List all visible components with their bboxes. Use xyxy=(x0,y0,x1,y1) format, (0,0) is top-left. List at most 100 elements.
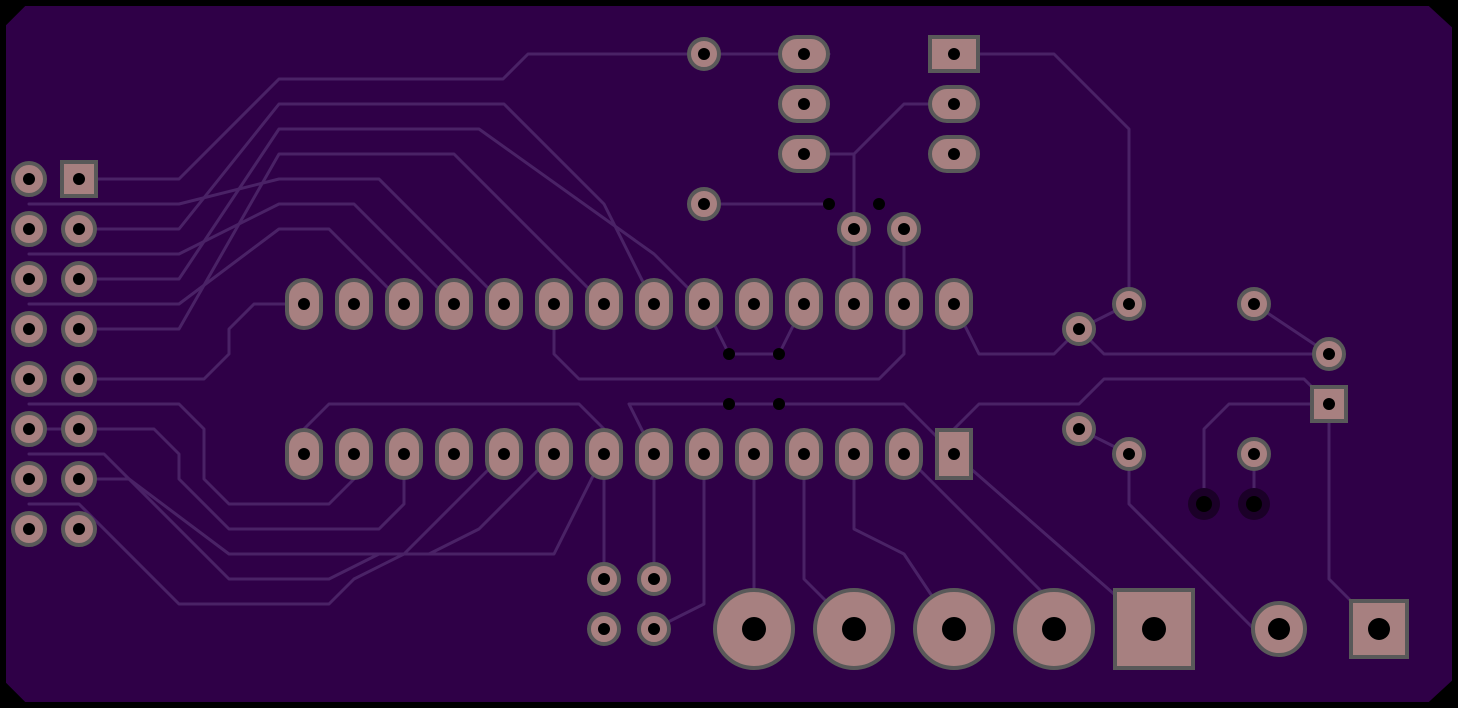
round-pad xyxy=(1237,437,1271,471)
trace xyxy=(27,427,406,531)
trace xyxy=(552,227,906,381)
trace xyxy=(27,227,406,306)
round-pad xyxy=(11,211,47,247)
square-pad xyxy=(1349,599,1409,659)
trace xyxy=(652,452,706,631)
round-pad xyxy=(11,511,47,547)
trace xyxy=(77,452,506,556)
oval-pad xyxy=(785,428,823,480)
round-pad xyxy=(1013,588,1095,670)
round-pad xyxy=(813,588,895,670)
via-layer xyxy=(723,198,1270,520)
round-pad xyxy=(713,588,795,670)
oval-pad xyxy=(778,85,830,123)
oval-pad xyxy=(385,278,423,330)
oval-pad xyxy=(635,428,673,480)
round-pad xyxy=(61,511,97,547)
round-pad xyxy=(11,361,47,397)
trace xyxy=(27,402,356,506)
round-pad xyxy=(61,211,97,247)
trace xyxy=(77,302,306,381)
trace xyxy=(952,52,1131,306)
trace xyxy=(627,402,956,456)
round-pad xyxy=(587,562,621,596)
round-pad xyxy=(837,212,871,246)
trace xyxy=(702,302,806,356)
oval-pad xyxy=(535,278,573,330)
round-pad xyxy=(1112,287,1146,321)
via xyxy=(873,198,885,210)
via xyxy=(723,348,735,360)
oval-pad xyxy=(935,278,973,330)
oval-pad xyxy=(685,428,723,480)
trace xyxy=(77,127,706,306)
oval-pad xyxy=(778,35,830,73)
square-pad xyxy=(935,428,973,480)
oval-pad xyxy=(535,428,573,480)
round-pad xyxy=(61,411,97,447)
square-pad xyxy=(60,160,98,198)
round-pad xyxy=(1062,312,1096,346)
round-pad xyxy=(11,311,47,347)
trace xyxy=(852,452,956,631)
oval-pad xyxy=(285,428,323,480)
round-pad xyxy=(637,562,671,596)
square-pad xyxy=(928,35,980,73)
oval-pad xyxy=(685,278,723,330)
trace xyxy=(27,202,456,306)
round-pad xyxy=(1251,601,1307,657)
oval-pad xyxy=(435,428,473,480)
oval-pad xyxy=(785,278,823,330)
oval-pad xyxy=(885,428,923,480)
oval-pad xyxy=(285,278,323,330)
oval-pad xyxy=(585,428,623,480)
trace xyxy=(77,102,656,306)
oval-pad xyxy=(335,278,373,330)
round-pad xyxy=(61,311,97,347)
pad-layer xyxy=(11,35,1409,670)
round-pad xyxy=(687,187,721,221)
oval-pad xyxy=(835,278,873,330)
round-pad xyxy=(913,588,995,670)
oval-pad xyxy=(928,85,980,123)
via xyxy=(773,398,785,410)
round-pad xyxy=(11,461,47,497)
via xyxy=(1238,488,1270,520)
oval-pad xyxy=(435,278,473,330)
round-pad xyxy=(61,461,97,497)
oval-pad xyxy=(835,428,873,480)
round-pad xyxy=(637,612,671,646)
round-pad xyxy=(1312,337,1346,371)
square-pad xyxy=(1113,588,1195,670)
trace xyxy=(77,152,606,331)
round-pad xyxy=(1237,287,1271,321)
oval-pad xyxy=(635,278,673,330)
round-pad xyxy=(1062,412,1096,446)
via xyxy=(723,398,735,410)
square-pad xyxy=(1310,385,1348,423)
round-pad xyxy=(687,37,721,71)
oval-pad xyxy=(585,278,623,330)
trace xyxy=(27,452,606,606)
oval-pad xyxy=(385,428,423,480)
via xyxy=(823,198,835,210)
via xyxy=(773,348,785,360)
oval-pad xyxy=(485,278,523,330)
round-pad xyxy=(11,411,47,447)
via xyxy=(1188,488,1220,520)
trace xyxy=(952,377,1331,456)
round-pad xyxy=(61,361,97,397)
round-pad xyxy=(61,261,97,297)
oval-pad xyxy=(735,278,773,330)
oval-pad xyxy=(778,135,830,173)
oval-pad xyxy=(885,278,923,330)
trace xyxy=(27,452,556,581)
round-pad xyxy=(587,612,621,646)
round-pad xyxy=(11,261,47,297)
oval-pad xyxy=(928,135,980,173)
oval-pad xyxy=(335,428,373,480)
trace xyxy=(952,302,1331,356)
oval-pad xyxy=(735,428,773,480)
trace xyxy=(1202,402,1331,506)
